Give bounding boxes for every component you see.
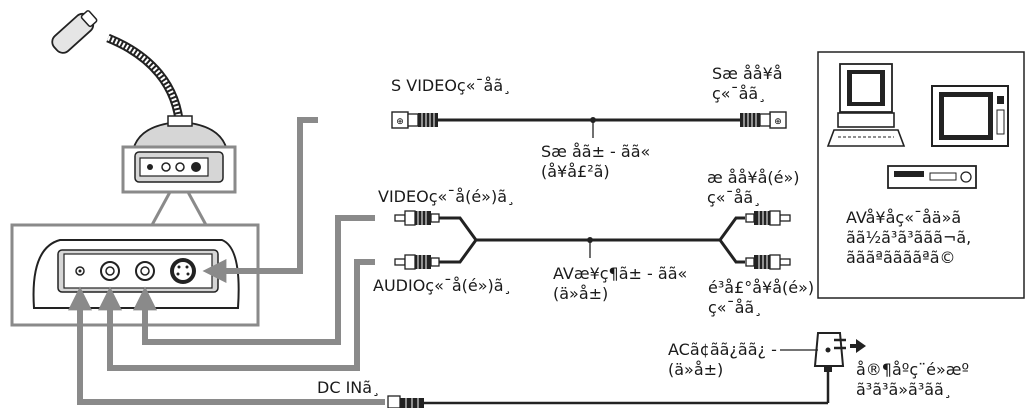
av-cable <box>394 210 791 270</box>
ac-adapter-icon <box>780 332 866 372</box>
video-terminal-label: VIDEOç«¯å­(é»)ã¸ <box>378 187 515 206</box>
dc-in-label: DC INã¸ <box>317 378 381 397</box>
microphone-icon <box>51 10 237 194</box>
s-input-terminal-label: Sæ åå¥å ç«¯å­ã¸ <box>712 64 783 103</box>
audio-terminal-label: AUDIOç«¯å­(é»)ã¸ <box>373 276 512 295</box>
connection-paths <box>68 117 385 405</box>
s-video-terminal-label: S VIDEOç«¯å­ã¸ <box>391 76 512 95</box>
audio-input-terminal-label: é³å£°å¥å(é») ç«¯å­ã¸ <box>708 278 815 317</box>
av-devices-label: AVå¥åç«¯å­ä»ã ãã½ã³ã³ããã¬ã, ãããªããã­ãªã© <box>846 208 972 267</box>
tv-icon <box>931 85 1009 147</box>
rear-panel-enlarged <box>32 239 240 309</box>
power-outlet-label: å®¶åºç¨é»æº ã³ã³ã»ã³ãã¸ <box>856 360 970 399</box>
computer-icon <box>826 63 906 147</box>
video-input-terminal-label: æ åå¥å(é») ç«¯å­ã¸ <box>707 168 800 207</box>
s-cable-label: Sæ åã± - ãã« (å¥å£²ã) <box>541 142 651 181</box>
ac-adapter-label: ACã¢ãã¿ãã¿ - (ä»å±) <box>668 340 777 379</box>
dc-cable <box>387 370 830 409</box>
vcr-icon <box>887 165 977 189</box>
s-video-cable <box>391 111 787 138</box>
av-cable-label: AVæ¥ç¶ã± - ãã« (ä»å±) <box>553 264 688 303</box>
av-devices-box <box>817 51 1025 299</box>
